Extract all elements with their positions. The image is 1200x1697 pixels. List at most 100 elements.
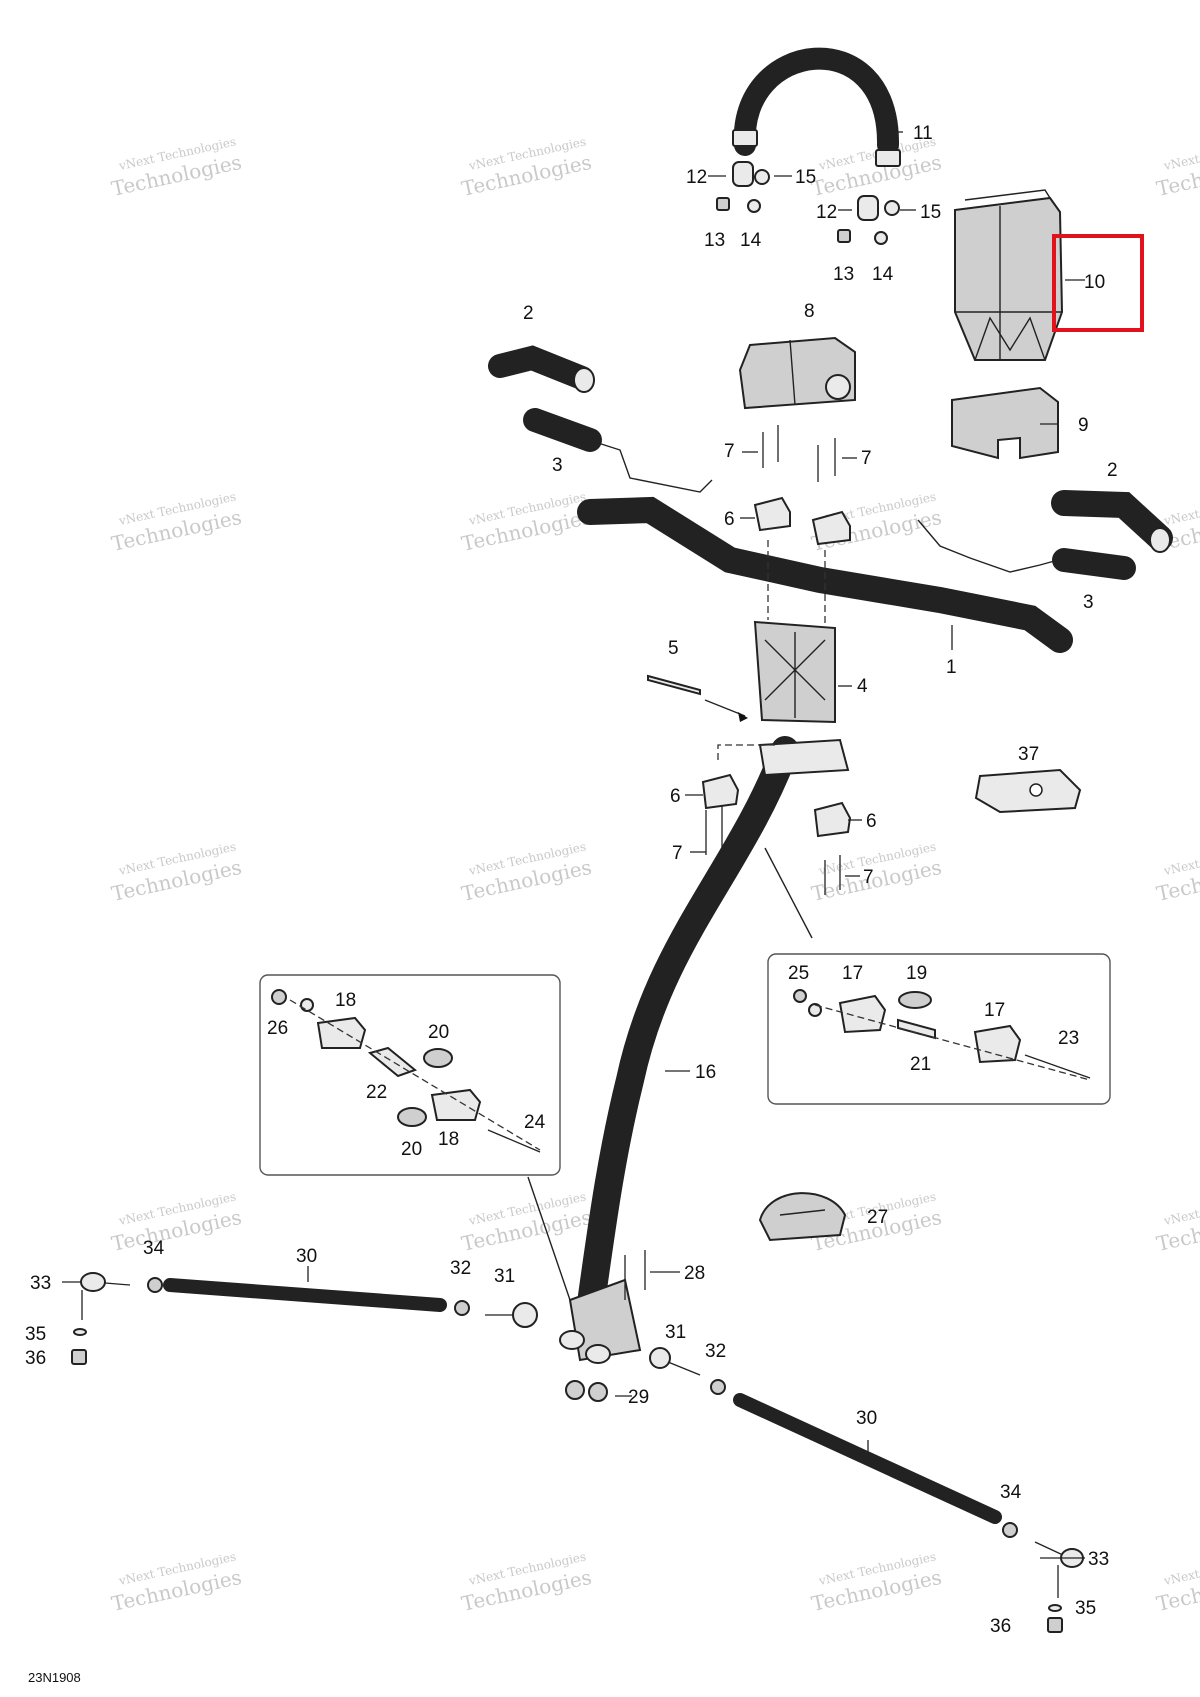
callout-15[interactable]: 15: [795, 167, 816, 188]
part-2-grip-right[interactable]: [1051, 490, 1173, 553]
callout-7[interactable]: 7: [861, 448, 872, 469]
callout-31[interactable]: 31: [494, 1266, 515, 1287]
callout-28[interactable]: 28: [684, 1263, 705, 1284]
callout-27[interactable]: 27: [867, 1207, 888, 1228]
callout-25[interactable]: 25: [788, 963, 809, 984]
part-6-clamps-lower[interactable]: [701, 773, 852, 838]
part-5-shim[interactable]: [647, 674, 748, 722]
callout-19[interactable]: 19: [906, 963, 927, 984]
callout-17[interactable]: 17: [984, 1000, 1005, 1021]
callout-30[interactable]: 30: [856, 1408, 877, 1429]
part-6-clamps-upper[interactable]: [753, 496, 851, 546]
part-24-bolt[interactable]: [487, 1129, 541, 1153]
callout-35[interactable]: 35: [1075, 1598, 1096, 1619]
part-23-bolt[interactable]: [1024, 1054, 1091, 1079]
callout-23[interactable]: 23: [1058, 1028, 1079, 1049]
callout-17[interactable]: 17: [842, 963, 863, 984]
part-18-bracket-upper[interactable]: [316, 1016, 367, 1049]
part-32-jam-nut-left[interactable]: [454, 1300, 470, 1316]
callout-34[interactable]: 34: [1000, 1482, 1022, 1503]
callout-13[interactable]: 13: [833, 264, 854, 285]
callout-10[interactable]: 10: [1084, 272, 1105, 293]
part-25-nut[interactable]: [793, 989, 822, 1017]
part-18-bracket-lower[interactable]: [430, 1088, 482, 1121]
part-36-nut-right[interactable]: [1047, 1617, 1063, 1633]
callout-7[interactable]: 7: [672, 843, 683, 864]
callout-20[interactable]: 20: [401, 1139, 422, 1160]
callout-6[interactable]: 6: [724, 509, 735, 530]
callout-32[interactable]: 32: [450, 1258, 471, 1279]
part-12-clamp-left[interactable]: [716, 161, 770, 213]
callout-7[interactable]: 7: [863, 867, 874, 888]
part-19-bushing[interactable]: [898, 991, 932, 1009]
callout-15[interactable]: 15: [920, 202, 941, 223]
part-9-lower-cover[interactable]: [951, 386, 1059, 460]
callout-6[interactable]: 6: [670, 786, 681, 807]
callout-22[interactable]: 22: [366, 1082, 387, 1103]
part-17-bracket-right[interactable]: [973, 1024, 1022, 1064]
part-20-bushing-upper[interactable]: [423, 1048, 453, 1068]
part-28-bolts[interactable]: [624, 1250, 646, 1300]
part-31-rod-end-right[interactable]: [649, 1347, 701, 1376]
callout-29[interactable]: 29: [628, 1387, 649, 1408]
part-8-handlebar-cover[interactable]: [738, 336, 856, 410]
callout-31[interactable]: 31: [665, 1322, 686, 1343]
callout-14[interactable]: 14: [740, 230, 762, 251]
part-26-nut[interactable]: [271, 989, 314, 1012]
callout-14[interactable]: 14: [872, 264, 894, 285]
callout-21[interactable]: 21: [910, 1054, 931, 1075]
callout-24[interactable]: 24: [524, 1112, 546, 1133]
callout-32[interactable]: 32: [705, 1341, 726, 1362]
part-36-nut-left[interactable]: [71, 1349, 87, 1365]
part-35-washer-left[interactable]: [73, 1328, 87, 1336]
callout-18[interactable]: 18: [335, 990, 356, 1011]
callout-33[interactable]: 33: [1088, 1549, 1109, 1570]
part-30-tie-rod-left[interactable]: [163, 1278, 447, 1312]
part-37-plate[interactable]: [974, 768, 1082, 814]
part-32-jam-nut-right[interactable]: [710, 1379, 726, 1395]
callout-12[interactable]: 12: [816, 202, 837, 223]
part-35-washer-right[interactable]: [1048, 1604, 1062, 1612]
part-1-handlebar[interactable]: [577, 496, 1073, 653]
part-31-rod-end-left[interactable]: [485, 1302, 538, 1328]
part-7-bolts-lower[interactable]: [705, 805, 841, 895]
callout-34[interactable]: 34: [143, 1238, 165, 1259]
part-2-grip-left[interactable]: [488, 345, 595, 393]
callout-7[interactable]: 7: [724, 441, 735, 462]
callout-37[interactable]: 37: [1018, 744, 1039, 765]
callout-9[interactable]: 9: [1078, 415, 1089, 436]
part-33-tie-rod-end-left[interactable]: [80, 1272, 131, 1320]
callout-1[interactable]: 1: [946, 657, 957, 678]
part-29-nuts[interactable]: [565, 1380, 608, 1402]
callout-4[interactable]: 4: [857, 676, 868, 697]
part-11-grab-handle[interactable]: [732, 47, 901, 167]
callout-11[interactable]: 11: [913, 123, 933, 144]
callout-20[interactable]: 20: [428, 1022, 449, 1043]
part-4-riser[interactable]: [753, 540, 836, 724]
callout-36[interactable]: 36: [25, 1348, 46, 1369]
callout-2[interactable]: 2: [523, 303, 534, 324]
part-3-heated-grip-left[interactable]: [523, 408, 713, 493]
part-34-jam-nut-right[interactable]: [1002, 1522, 1018, 1538]
callout-30[interactable]: 30: [296, 1246, 317, 1267]
callout-3[interactable]: 3: [1083, 592, 1094, 613]
part-27-cover[interactable]: [758, 1192, 847, 1242]
callout-13[interactable]: 13: [704, 230, 725, 251]
part-30-tie-rod-right[interactable]: [733, 1393, 1002, 1524]
callout-6[interactable]: 6: [866, 811, 877, 832]
part-34-jam-nut-left[interactable]: [147, 1277, 163, 1293]
callout-33[interactable]: 33: [30, 1273, 51, 1294]
part-33-tie-rod-end-right[interactable]: [1034, 1541, 1084, 1598]
callout-35[interactable]: 35: [25, 1324, 46, 1345]
callout-3[interactable]: 3: [552, 455, 563, 476]
part-12-clamp-right[interactable]: [837, 195, 900, 245]
callout-16[interactable]: 16: [695, 1062, 716, 1083]
part-17-bracket-left[interactable]: [838, 994, 887, 1034]
callout-5[interactable]: 5: [668, 638, 679, 659]
part-16-steering-column[interactable]: [559, 736, 850, 1364]
callout-26[interactable]: 26: [267, 1018, 288, 1039]
part-10-top-cover[interactable]: [954, 189, 1064, 361]
callout-36[interactable]: 36: [990, 1616, 1011, 1637]
callout-8[interactable]: 8: [804, 301, 815, 322]
part-20-bushing-lower[interactable]: [397, 1107, 427, 1127]
